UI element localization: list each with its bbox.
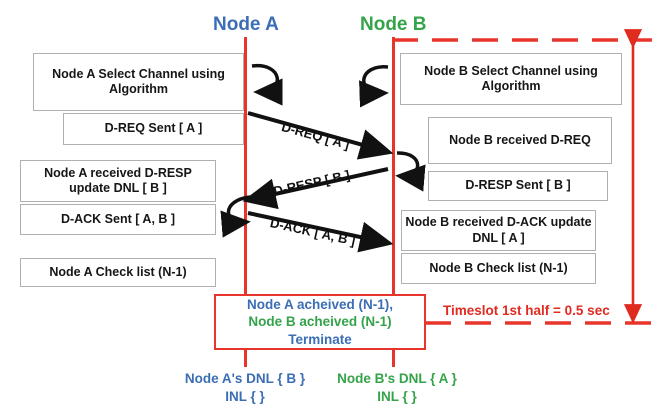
node-b-lifeline bbox=[392, 37, 395, 294]
node-a-title: Node A bbox=[213, 14, 279, 35]
node-a-lifeline bbox=[244, 37, 247, 294]
right-box-select-channel: Node B Select Channel using Algorithm bbox=[400, 53, 622, 105]
left-box-dreq-sent: D-REQ Sent [ A ] bbox=[63, 113, 244, 145]
footer-node-b-dnl: Node B's DNL { A } bbox=[337, 371, 457, 386]
node-b-lifeline-tail bbox=[392, 350, 395, 367]
right-box-received-dack: Node B received D-ACK update DNL [ A ] bbox=[401, 210, 596, 251]
right-box-dresp-sent: D-RESP Sent [ B ] bbox=[428, 171, 608, 201]
right-box-check-list: Node B Check list (N-1) bbox=[401, 253, 596, 284]
left-box-dack-sent: D-ACK Sent [ A, B ] bbox=[20, 204, 216, 235]
self-loop-node-b-top bbox=[359, 65, 389, 108]
terminate-line-terminate: Terminate bbox=[288, 331, 352, 347]
left-box-select-channel: Node A Select Channel using Algorithm bbox=[33, 53, 244, 111]
left-box-check-list: Node A Check list (N-1) bbox=[20, 258, 216, 287]
node-a-lifeline-tail bbox=[244, 350, 247, 367]
timeslot-label: Timeslot 1st half = 0.5 sec bbox=[443, 303, 610, 318]
footer-node-b: Node B's DNL { A } INL { } bbox=[318, 370, 476, 405]
footer-node-a: Node A's DNL { B } INL { } bbox=[166, 370, 324, 405]
node-b-title: Node B bbox=[360, 14, 427, 35]
right-box-received-dreq: Node B received D-REQ bbox=[428, 117, 612, 164]
terminate-line-node-b: Node B acheived (N-1) bbox=[248, 314, 392, 330]
terminate-box: Node A acheived (N-1), Node B acheived (… bbox=[214, 294, 426, 350]
message-label-dresp: D-RESP [ B ] bbox=[272, 167, 352, 199]
left-box-received-dresp: Node A received D-RESP update DNL [ B ] bbox=[20, 160, 216, 202]
footer-node-a-inl: INL { } bbox=[225, 388, 265, 404]
footer-node-b-inl: INL { } bbox=[377, 388, 417, 404]
footer-node-a-dnl: Node A's DNL { B } bbox=[184, 371, 306, 386]
message-label-dreq: D-REQ [ A ] bbox=[279, 119, 352, 153]
message-label-dack: D-ACK [ A, B ] bbox=[268, 215, 357, 249]
self-loop-node-a-top bbox=[251, 64, 283, 106]
self-loop-node-b-bottom bbox=[395, 151, 426, 192]
terminate-line-node-a: Node A acheived (N-1), bbox=[246, 297, 394, 313]
